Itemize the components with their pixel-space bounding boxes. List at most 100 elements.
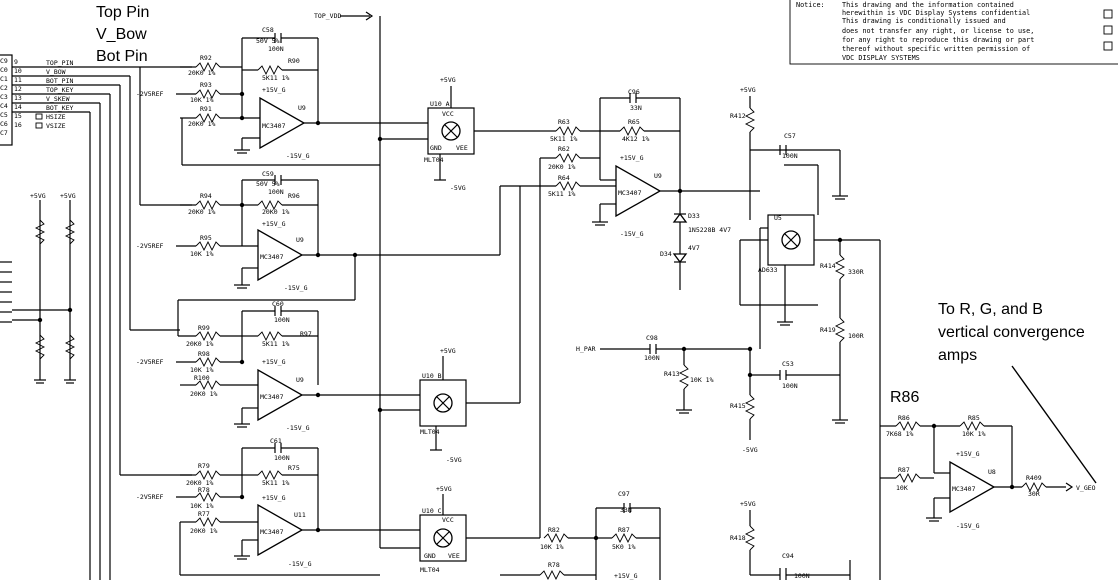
c97-label: C97 xyxy=(618,490,630,498)
u10c-name: MLT04 xyxy=(420,566,440,574)
c53-value: 100N xyxy=(782,382,798,390)
left-p5vg-1: +5VG xyxy=(30,192,46,200)
conn-edge-8: C6 xyxy=(0,120,8,128)
notice-line-7: VDC DISPLAY SYSTEMS xyxy=(842,54,920,62)
sig-top-key: TOP_KEY xyxy=(46,86,73,94)
u9c-vneg: -15V_G xyxy=(286,424,310,432)
r78-label: R78 xyxy=(198,486,210,494)
r100-label: R100 xyxy=(194,374,210,382)
c59-value: 100N xyxy=(268,188,284,196)
v5vref-4: -2V5REF xyxy=(136,493,163,501)
u5-vpos: +5VG xyxy=(740,86,756,94)
r82-label: R82 xyxy=(548,526,560,534)
pin-16: 16 xyxy=(14,121,22,129)
r409-value: 30R xyxy=(1028,490,1040,498)
u9a-vpos: +15V_G xyxy=(262,86,286,94)
r418-vpos: +5VG xyxy=(740,500,756,508)
u10c-vcc: VCC xyxy=(442,516,454,524)
left-p5vg-2: +5VG xyxy=(60,192,76,200)
r91-value: 20K0 1% xyxy=(188,120,215,128)
c61-label: C61 xyxy=(270,437,282,445)
c94-value: 100N xyxy=(794,572,810,580)
label-v-bow: V_Bow xyxy=(96,26,147,43)
sig-vsize: VSIZE xyxy=(46,122,66,130)
notice-line-6: thereof without specific written permiss… xyxy=(842,45,1030,53)
h-par-input: H_PAR C98 100N R413 10K 1% C53 100N R415… xyxy=(576,228,840,454)
u10c-gnd: GND xyxy=(424,552,436,560)
rgb-line-3: amps xyxy=(938,347,977,364)
d34-value: 4V7 xyxy=(688,244,700,252)
pin-10: 10 xyxy=(14,67,22,75)
opamp-stage-2: C59 50V 5% 100N R96 20K0 1% R94 20K0 1% … xyxy=(136,170,500,336)
bottom-vpos: +15V_G xyxy=(614,572,638,580)
c57-label: C57 xyxy=(784,132,796,140)
r98-label: R98 xyxy=(198,350,210,358)
u10a-vcc: VCC xyxy=(442,110,454,118)
top-vdd-net: TOP_VDD xyxy=(314,12,341,20)
label-top-pin: Top Pin xyxy=(96,4,149,21)
u10a-vpos: +5VG xyxy=(440,76,456,84)
conn-edge-4: C2 xyxy=(0,84,8,92)
c60-value: 100N xyxy=(274,316,290,324)
u11-part: MC3407 xyxy=(260,528,284,536)
d33-value: 1N5228B 4V7 xyxy=(688,226,731,234)
r62-value: 20K0 1% xyxy=(548,163,575,171)
opamp-stage-1: C58 50V 5% 100N R90 5K11 1% R92 20K0 1% … xyxy=(136,26,428,166)
u8-vpos: +15V_G xyxy=(956,450,980,458)
pin-12: 12 xyxy=(14,85,22,93)
multiplier-u10b: U10 B MLT04 +5VG -5VG xyxy=(377,186,521,464)
u11-vneg: -15V_G xyxy=(288,560,312,568)
r86-label: R86 xyxy=(898,414,910,422)
c97-value: 33N xyxy=(620,506,632,514)
c58-rating: 50V 5% xyxy=(256,37,280,45)
u10b-vneg: -5VG xyxy=(446,456,462,464)
u9a-vneg: -15V_G xyxy=(286,152,310,160)
rgb-line-1: To R, G, and B xyxy=(938,301,1043,318)
r79-value: 20K0 1% xyxy=(186,479,213,487)
u11-ref: U11 xyxy=(294,511,306,519)
r95-value: 10K 1% xyxy=(190,250,214,258)
c96-value: 33N xyxy=(630,104,642,112)
r97-label: R97 xyxy=(300,330,312,338)
bus-lines xyxy=(89,66,192,580)
sig-hsize: HSIZE xyxy=(46,113,66,121)
left-bias-network: +5VG +5VG xyxy=(0,192,76,384)
v-geo-net: V_GEO xyxy=(1076,484,1096,492)
notice-box: Notice: This drawing and the information… xyxy=(789,0,1118,65)
sig-bot-pin: BOT_PIN xyxy=(46,77,73,85)
conn-edge-6: C4 xyxy=(0,102,8,110)
u10a-gnd: GND xyxy=(430,144,442,152)
notice-line-4: does not transfer any right, or license … xyxy=(842,27,1034,35)
c59-rating: 50V 5% xyxy=(256,180,280,188)
u10a-vee: VEE xyxy=(456,144,468,152)
r63-value: 5K11 1% xyxy=(550,135,577,143)
sig-v-skew: V_SKEW xyxy=(46,95,70,103)
conn-edge-3: C1 xyxy=(0,75,8,83)
opamp-stage-3: C60 100N R97 5K11 1% R99 20K0 1% -2V5REF… xyxy=(136,300,420,432)
u9b-vpos: +15V_G xyxy=(262,220,286,228)
c57-value: 100N xyxy=(782,152,798,160)
r85-value: 10K 1% xyxy=(962,430,986,438)
rgb-annotation: To R, G, and B vertical convergence amps xyxy=(938,301,1097,484)
u5-ref: U5 xyxy=(774,214,782,222)
r412-label: R412 xyxy=(730,112,746,120)
c94-label: C94 xyxy=(782,552,794,560)
c60-label: C60 xyxy=(272,300,284,308)
c98-label: C98 xyxy=(646,334,658,342)
r64-value: 5K11 1% xyxy=(548,190,575,198)
u9d-vneg: -15V_G xyxy=(620,230,644,238)
label-bot-pin: Bot Pin xyxy=(96,48,148,65)
left-connector: C9 C0 C1 C2 C3 C4 C5 C6 C7 9 10 11 12 13… xyxy=(0,54,140,146)
r93-label: R93 xyxy=(200,81,212,89)
u10c-vee: VEE xyxy=(448,552,460,560)
rgb-line-2: vertical convergence xyxy=(938,324,1085,341)
pin-11: 11 xyxy=(14,76,22,84)
u11-vpos: +15V_G xyxy=(262,494,286,502)
c59-label: C59 xyxy=(262,170,274,178)
r95-label: R95 xyxy=(200,234,212,242)
u8-vneg: -15V_G xyxy=(956,522,980,530)
notice-line-1: This drawing and the information contain… xyxy=(842,1,1014,9)
r413-value: 10K 1% xyxy=(690,376,714,384)
h-par-net: H_PAR xyxy=(576,345,596,353)
r63-label: R63 xyxy=(558,118,570,126)
